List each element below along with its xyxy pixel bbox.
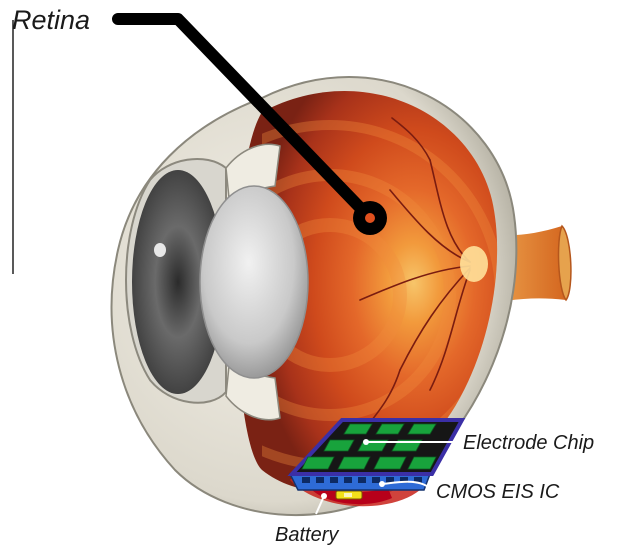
pupil-highlight bbox=[154, 243, 166, 257]
battery-label: Battery bbox=[275, 524, 339, 546]
cmos-eis-ic-label: CMOS EIS IC bbox=[436, 481, 560, 503]
lens bbox=[200, 186, 308, 378]
optic-disc bbox=[460, 246, 488, 282]
retina-label: Retina bbox=[12, 5, 90, 35]
electrode-chip-label: Electrode Chip bbox=[463, 432, 594, 454]
